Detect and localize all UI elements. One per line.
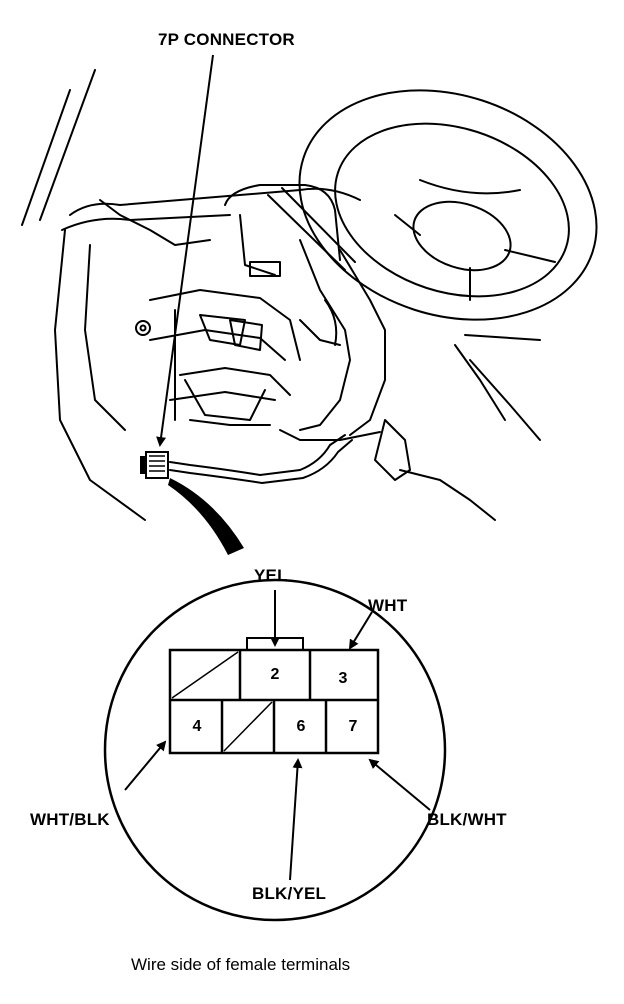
wire-wht-blk-label: WHT/BLK — [30, 810, 110, 829]
left-panel — [54, 229, 146, 521]
knee-bracket — [374, 419, 411, 481]
door-line-1 — [464, 334, 541, 341]
arrow-blk-wht — [368, 758, 431, 811]
column-shroud — [299, 319, 341, 346]
duct-bottom — [189, 419, 271, 426]
bolt — [135, 320, 151, 336]
wire-harness — [169, 434, 346, 476]
connector-7p-installed — [140, 451, 169, 479]
terminal-5-blank — [223, 701, 273, 752]
connector-title: 7P CONNECTOR — [158, 30, 295, 49]
column-base — [279, 429, 381, 441]
arrow-wht — [348, 611, 373, 650]
left-panel-inner — [84, 244, 126, 431]
wire-harness-2 — [169, 439, 353, 484]
pillar-line — [21, 89, 71, 226]
terminal-6-label: 6 — [296, 718, 306, 735]
door-line-2 — [469, 359, 541, 441]
steering-hub — [412, 200, 512, 272]
arrow-wht-blk — [124, 740, 167, 791]
steering-wheel-inner — [334, 122, 570, 298]
callout-curve — [168, 478, 244, 555]
wheel-spoke-1 — [394, 214, 421, 236]
bracket-2 — [229, 319, 263, 351]
magnified-view-circle — [103, 578, 447, 922]
terminal-4-label: 4 — [192, 718, 202, 735]
connector-face — [168, 637, 380, 755]
pillar-line-2 — [39, 69, 96, 221]
dash-vent — [99, 199, 211, 246]
wheel-spoke-2 — [504, 249, 556, 263]
cluster-switch — [249, 261, 281, 277]
steering-wheel-outer — [298, 89, 598, 321]
terminal-2-label: 2 — [270, 666, 280, 683]
caption: Wire side of female terminals — [131, 955, 351, 974]
bracket-1 — [199, 314, 246, 346]
wire-yel-label: YEL — [254, 566, 288, 585]
cluster-inner — [239, 214, 276, 276]
door-line-3 — [454, 344, 506, 421]
wire-blk-wht-label: BLK/WHT — [427, 810, 507, 829]
column-mark — [324, 299, 338, 346]
wheel-detail — [419, 179, 521, 195]
column-right — [339, 249, 386, 436]
terminal-7-label: 7 — [348, 718, 358, 735]
connector-leader — [156, 54, 214, 447]
cluster-hood — [224, 184, 341, 261]
column-shaft-2 — [281, 187, 356, 263]
dash-top — [69, 187, 361, 216]
lower-panel-2 — [149, 329, 286, 361]
lower-panel-4 — [169, 391, 276, 401]
terminal-3-label: 3 — [338, 670, 348, 687]
column-left — [299, 239, 351, 431]
wire-blk-yel-label: BLK/YEL — [252, 884, 327, 903]
arrow-blk-yel — [289, 758, 303, 881]
bolt-center — [139, 324, 147, 332]
knee-panel-edge — [399, 469, 496, 521]
terminal-1-blank — [171, 651, 239, 699]
lower-panel-1 — [149, 289, 301, 361]
lower-panel-3 — [179, 367, 291, 396]
duct — [184, 379, 266, 421]
wire-wht-label: WHT — [368, 596, 408, 615]
